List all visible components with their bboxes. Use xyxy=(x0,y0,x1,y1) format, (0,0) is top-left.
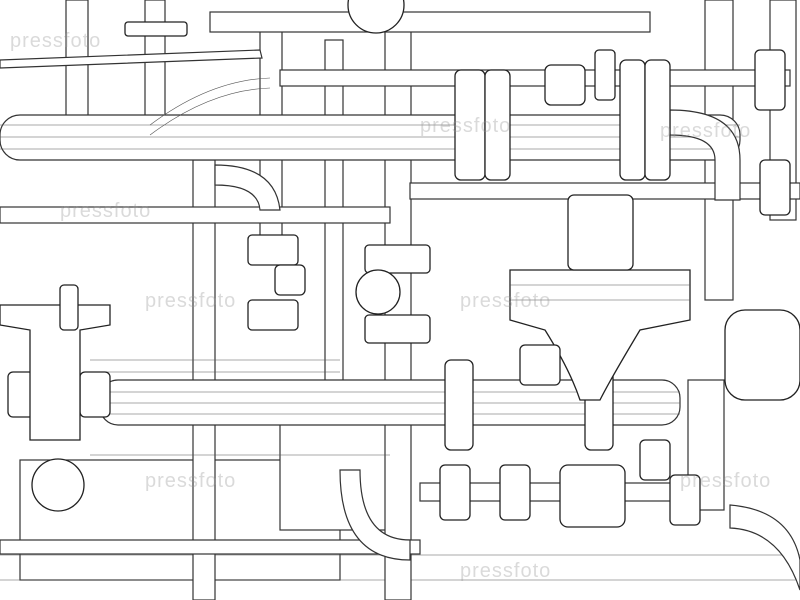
regulator-valve xyxy=(0,304,111,441)
flange xyxy=(669,474,701,526)
flange xyxy=(639,439,671,481)
horizontal-pipe xyxy=(279,69,791,87)
horizontal-pipe xyxy=(209,11,651,33)
horizontal-pipe xyxy=(0,539,421,555)
gauge-valve xyxy=(31,458,85,512)
flange xyxy=(484,69,511,181)
watermark: pressfoto xyxy=(60,200,152,222)
pump-housing xyxy=(724,309,800,401)
elbow xyxy=(214,164,281,211)
watermark: pressfoto xyxy=(10,30,102,52)
flange xyxy=(364,314,431,344)
vertical-pipe xyxy=(324,39,344,421)
flange xyxy=(759,159,791,216)
flange xyxy=(247,234,299,266)
elbows xyxy=(214,109,800,591)
regulator-spring xyxy=(59,284,79,331)
thin-pipe xyxy=(90,359,390,456)
flange xyxy=(247,299,299,331)
background-frames xyxy=(0,419,800,581)
flange xyxy=(644,59,671,181)
thin-pipe xyxy=(0,49,263,69)
horizontal-pipes xyxy=(0,11,800,555)
flange xyxy=(439,464,471,521)
actuator xyxy=(519,344,561,386)
flange xyxy=(79,371,111,418)
actuator xyxy=(544,64,586,106)
watermark: pressfoto xyxy=(145,470,237,492)
watermark: pressfoto xyxy=(460,560,552,582)
watermark: pressfoto xyxy=(460,290,552,312)
pressure-gauge xyxy=(347,0,405,34)
horizontal-pipe xyxy=(0,206,391,224)
flange xyxy=(444,359,474,451)
elbow xyxy=(729,504,800,591)
elbow xyxy=(669,109,741,201)
flange xyxy=(364,244,431,274)
thin-pipe xyxy=(149,77,271,136)
flange xyxy=(619,59,646,181)
flange xyxy=(124,21,188,37)
watermark: pressfoto xyxy=(420,115,512,137)
pressure-gauge xyxy=(355,269,401,315)
elbow xyxy=(339,469,411,561)
valves xyxy=(0,0,800,528)
flange xyxy=(499,464,531,521)
watermark: pressfoto xyxy=(660,120,752,142)
watermark: pressfoto xyxy=(680,470,772,492)
butterfly-valve xyxy=(559,464,626,528)
flange xyxy=(754,49,786,111)
valve-bonnet xyxy=(567,194,634,271)
valve-actuator xyxy=(274,264,306,296)
flange xyxy=(594,49,616,101)
watermark: pressfoto xyxy=(145,290,237,312)
